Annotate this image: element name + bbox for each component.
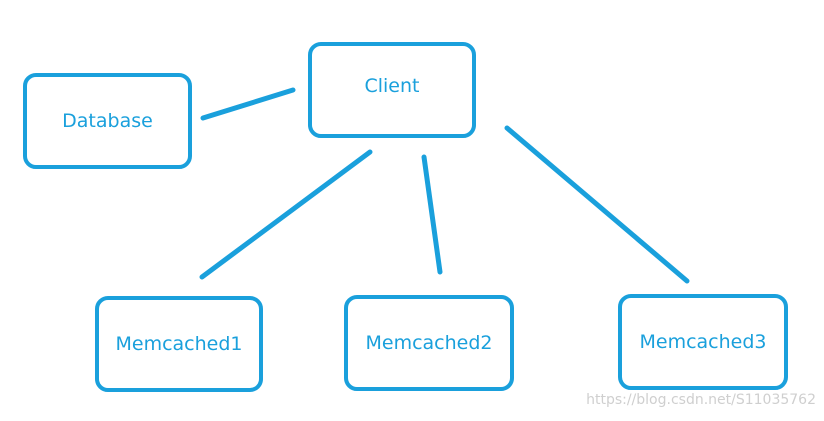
database-node: Database	[23, 73, 192, 169]
memcached3-label: Memcached3	[639, 331, 767, 353]
database-label: Database	[62, 110, 153, 132]
edge-client-memcached2	[421, 154, 443, 275]
memcached1-label: Memcached1	[115, 333, 243, 355]
memcached1-node: Memcached1	[95, 296, 263, 392]
client-node: Client	[308, 42, 476, 138]
memcached3-node: Memcached3	[618, 294, 788, 390]
client-label: Client	[364, 75, 420, 97]
edge-client-memcached1	[199, 149, 373, 280]
memcached2-node: Memcached2	[344, 295, 514, 391]
edge-client-memcached3	[504, 125, 690, 284]
memcached2-label: Memcached2	[365, 332, 493, 354]
edge-client-database	[200, 87, 296, 121]
watermark: https://blog.csdn.net/S11035762	[586, 392, 816, 408]
